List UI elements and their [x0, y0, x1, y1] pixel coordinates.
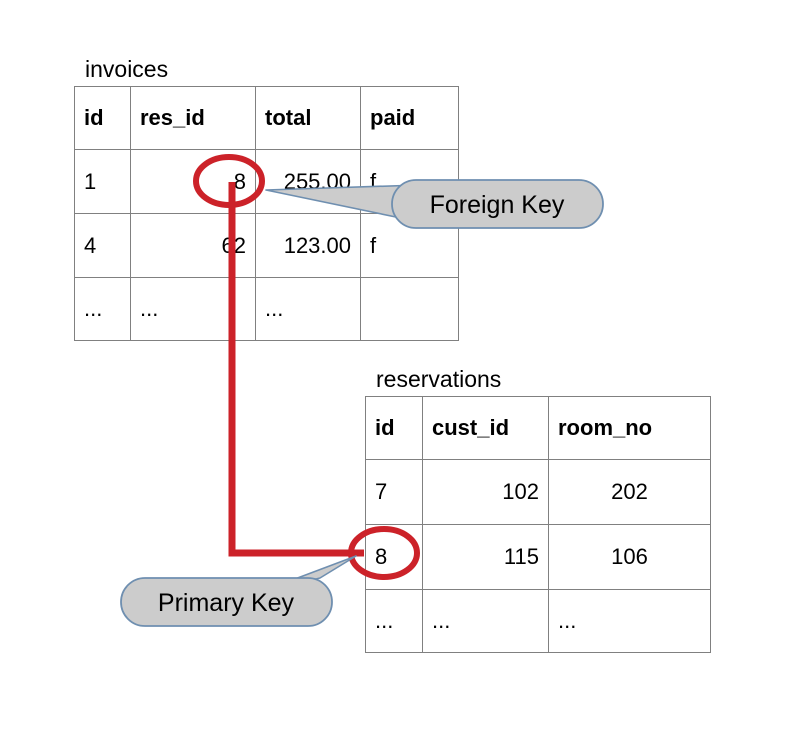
- invoices-cell-res-id-2: ...: [130, 277, 256, 341]
- invoices-header-row: id res_id total paid: [74, 86, 459, 150]
- reservations-cell-cust-id-2: ...: [422, 589, 549, 653]
- reservations-cell-room-no-1: 106: [548, 524, 711, 590]
- invoices-table-title: invoices: [85, 56, 169, 82]
- reservations-col-header-cust-id: cust_id: [422, 396, 549, 460]
- table-row: 8 115 106: [365, 524, 711, 590]
- reservations-table-title: reservations: [376, 366, 502, 392]
- invoices-cell-id-0: 1: [74, 149, 131, 214]
- reservations-header-row: id cust_id room_no: [365, 396, 711, 460]
- primary-key-callout-label: Primary Key: [158, 589, 295, 617]
- reservations-cell-room-no-0: 202: [548, 459, 711, 525]
- table-row: 7 102 202: [365, 459, 711, 525]
- foreign-key-callout-label: Foreign Key: [430, 191, 565, 219]
- invoices-col-header-id: id: [74, 86, 131, 150]
- invoices-cell-id-1: 4: [74, 213, 131, 278]
- foreign-key-callout-bubble: [391, 179, 604, 229]
- invoices-cell-res-id-0: 8: [130, 149, 256, 214]
- reservations-cell-cust-id-0: 102: [422, 459, 549, 525]
- reservations-cell-id-2: ...: [365, 589, 423, 653]
- primary-key-callout-bubble: [120, 577, 333, 627]
- reservations-cell-id-1: 8: [365, 524, 423, 590]
- invoices-table: id res_id total paid 1 8 255.00 f 4 62 1…: [74, 86, 459, 341]
- reservations-col-header-room-no: room_no: [548, 396, 711, 460]
- foreign-key-callout[interactable]: Foreign Key: [265, 179, 604, 229]
- reservations-cell-cust-id-1: 115: [422, 524, 549, 590]
- reservations-col-header-id: id: [365, 396, 423, 460]
- invoices-cell-total-1: 123.00: [255, 213, 361, 278]
- reservations-cell-room-no-2: ...: [548, 589, 711, 653]
- invoices-col-header-total: total: [255, 86, 361, 150]
- invoices-cell-res-id-1: 62: [130, 213, 256, 278]
- invoices-cell-paid-2: [360, 277, 459, 341]
- invoices-col-header-res-id: res_id: [130, 86, 256, 150]
- invoices-cell-total-2: ...: [255, 277, 361, 341]
- invoices-cell-id-2: ...: [74, 277, 131, 341]
- reservations-cell-id-0: 7: [365, 459, 423, 525]
- reservations-table: id cust_id room_no 7 102 202 8 115 106 .…: [365, 396, 711, 653]
- table-row: ... ... ...: [74, 277, 459, 341]
- primary-key-callout[interactable]: Primary Key: [120, 555, 357, 627]
- table-row: ... ... ...: [365, 589, 711, 653]
- invoices-col-header-paid: paid: [360, 86, 459, 150]
